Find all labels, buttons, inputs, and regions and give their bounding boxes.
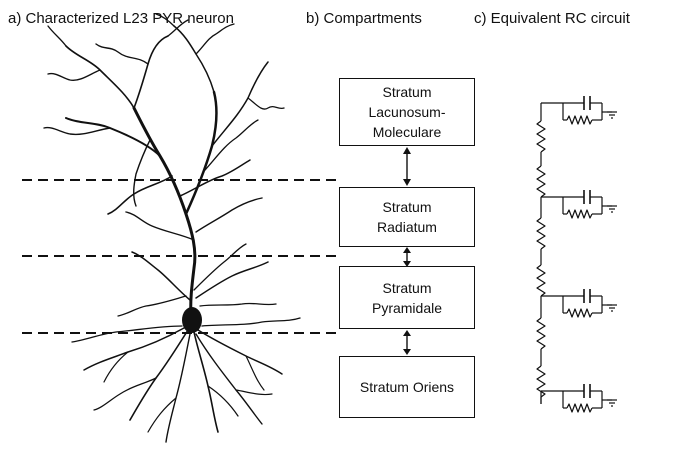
bidirectional-arrow-icon — [403, 330, 411, 355]
compartment-label-line: Stratum — [382, 199, 432, 215]
resistor-icon — [536, 317, 546, 350]
resistor-icon — [536, 217, 546, 250]
compartment-arrows — [403, 147, 411, 355]
compartment-label-line: Stratum — [382, 84, 432, 100]
compartment-pyramidale: Stratum Pyramidale — [339, 266, 475, 329]
compartment-radiatum: Stratum Radiatum — [339, 187, 475, 247]
rc-unit — [541, 190, 617, 219]
compartment-oriens: Stratum Oriens — [339, 356, 475, 418]
layer-boundaries — [22, 179, 338, 334]
panel-c-title: c) Equivalent RC circuit — [474, 10, 630, 27]
rc-unit — [541, 96, 617, 125]
panel-b-title: b) Compartments — [306, 10, 422, 27]
compartment-label-line: Stratum Oriens — [359, 379, 455, 395]
panel-a-title: a) Characterized L23 PYR neuron — [8, 10, 234, 27]
compartment-label-line: Stratum — [382, 279, 432, 296]
compartment-lacunosum-moleculare: Stratum Lacunosum- Moleculare — [339, 78, 475, 146]
compartment-label-line: Lacunosum- — [368, 104, 446, 120]
neuron-morphology-icon — [43, 13, 301, 443]
bidirectional-arrow-icon — [403, 147, 411, 186]
compartment-label-line: Moleculare — [372, 124, 442, 140]
compartment-label-line: Pyramidale — [371, 299, 443, 316]
bidirectional-arrow-icon — [403, 247, 411, 267]
rc-unit — [541, 289, 617, 318]
resistor-icon — [536, 120, 546, 153]
resistor-icon — [536, 365, 546, 398]
rc-circuit — [536, 96, 617, 413]
compartment-label-line: Radiatum — [377, 219, 437, 235]
resistor-icon — [536, 264, 546, 297]
rc-unit — [540, 384, 617, 413]
resistor-icon — [536, 165, 546, 198]
